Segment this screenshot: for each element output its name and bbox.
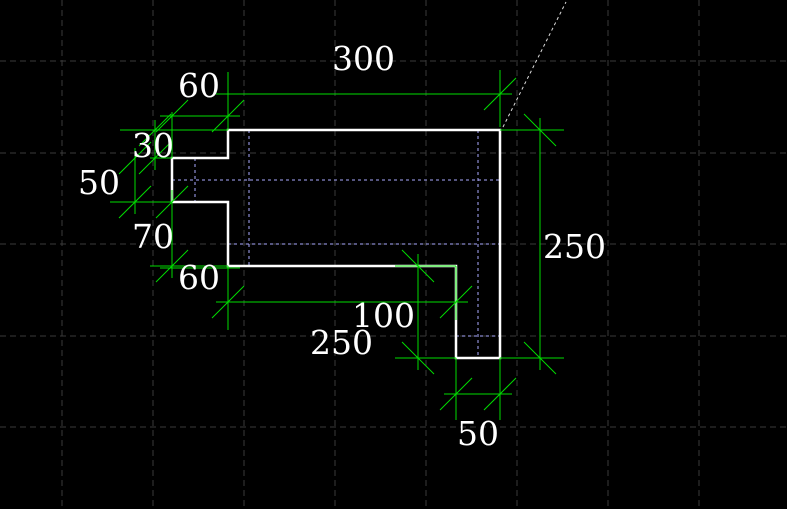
- dim-label-notch-height: 50: [78, 163, 120, 202]
- dim-label-upper-step: 30: [132, 126, 174, 165]
- construction-line: [502, 1, 567, 128]
- dim-label-leg-width: 50: [457, 414, 499, 453]
- dim-label-bottom-width: 250: [310, 323, 373, 362]
- dim-label-right-height: 250: [543, 227, 606, 266]
- hidden-lines: [172, 130, 500, 358]
- dim-label-leg-height: 100: [352, 296, 415, 335]
- dimension-lines: [110, 70, 564, 420]
- dim-label-top-width: 300: [332, 39, 395, 78]
- dim-label-top-left-width: 60: [178, 66, 220, 105]
- dim-label-lower-step: 70: [132, 217, 174, 256]
- dim-label-bottom-left-width: 60: [178, 258, 220, 297]
